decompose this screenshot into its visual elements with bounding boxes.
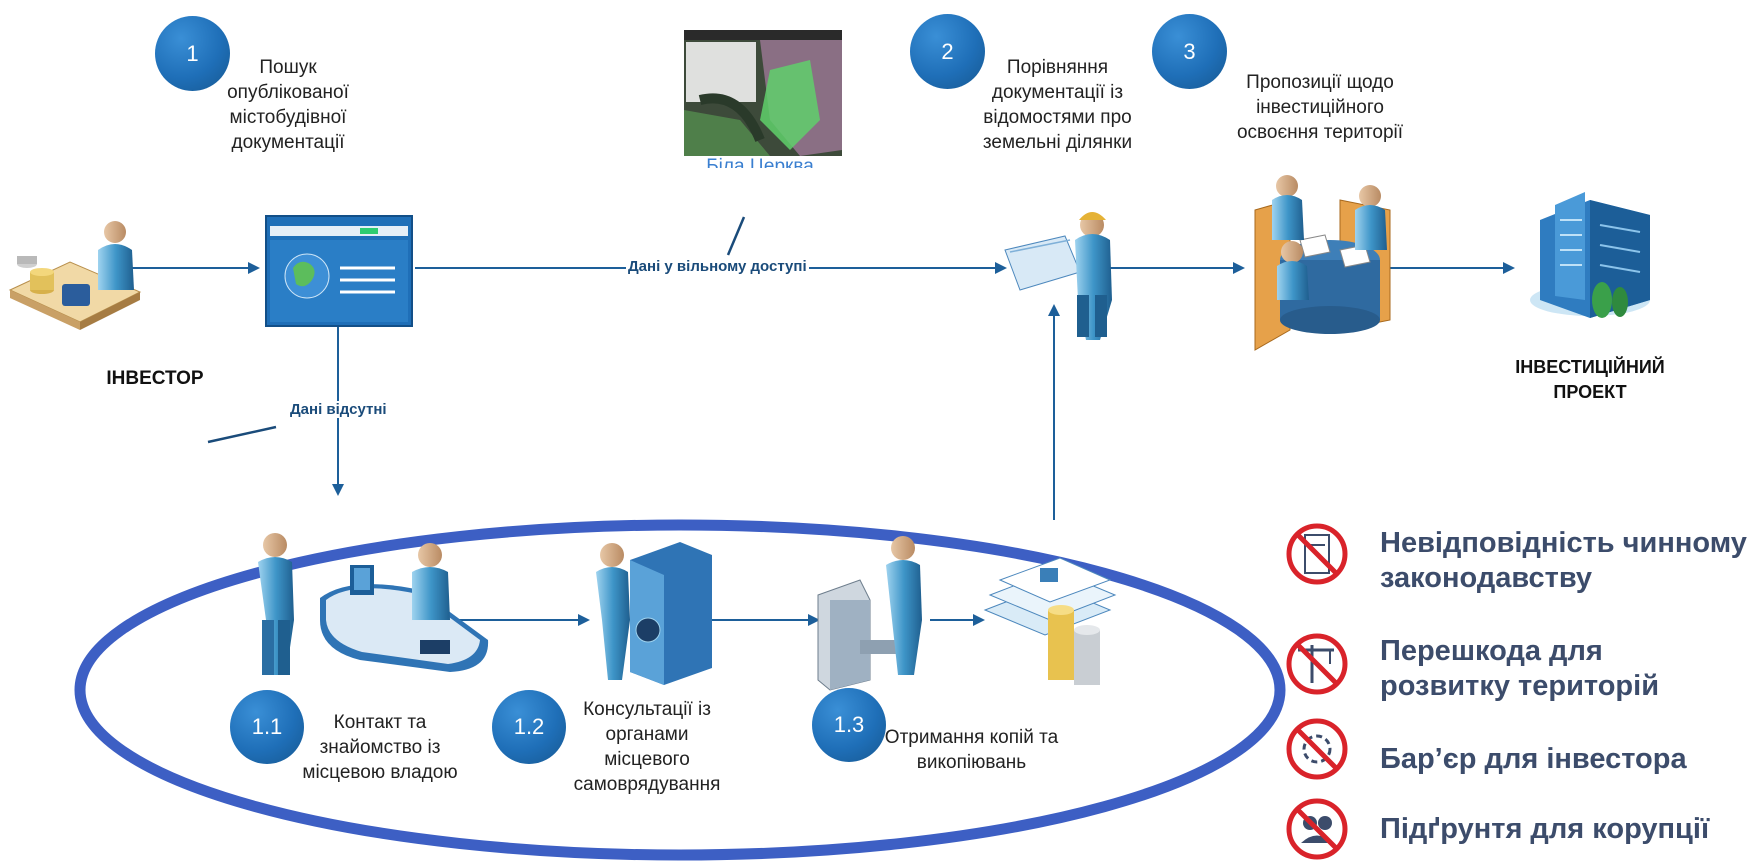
- legend-item-barrier: Бар’єр для інвестора: [1380, 743, 1687, 775]
- callout-line-open-data: [726, 216, 746, 256]
- step-3-badge: 3: [1152, 14, 1227, 89]
- copier-icon: [817, 536, 922, 691]
- step-1-3-text: Отримання копій та викопіювань: [884, 727, 1059, 773]
- investor-label: ІНВЕСТОР: [106, 368, 204, 389]
- step-2-badge: 2: [910, 14, 985, 89]
- corruption-prohibited-icon: [1286, 798, 1348, 860]
- visitor-icon: [258, 533, 294, 675]
- archive-safe-icon: [596, 542, 712, 685]
- legislation-prohibited-icon: [1286, 523, 1348, 585]
- crane-prohibited-icon: [1286, 633, 1348, 695]
- step-3-text: Пропозиції щодо інвестиційного освоєння …: [1236, 72, 1404, 143]
- clerk-desk-icon: [320, 543, 489, 672]
- callout-line-no-data: [207, 425, 277, 444]
- step-1-badge: 1: [155, 16, 230, 91]
- legend-item-legislation: Невідповідність чинному законодавству: [1380, 527, 1747, 594]
- no-data-label: Дані відсутні: [288, 401, 389, 418]
- map-thumbnail[interactable]: [684, 30, 842, 156]
- step-1-2-badge: 1.2: [492, 690, 566, 764]
- step-1-text: Пошук опублікованої містобудівної докуме…: [227, 57, 349, 153]
- meeting-icon: [1254, 175, 1391, 351]
- project-label: ІНВЕСТИЦІЙНИЙ ПРОЕКТ: [1515, 357, 1665, 402]
- portal-window-icon: [265, 215, 413, 327]
- building-icon: [1530, 192, 1650, 318]
- legend-item-corruption: Підґрунтя для корупції: [1380, 813, 1710, 845]
- legend-item-crane: Перешкода для розвитку територій: [1380, 635, 1660, 702]
- step-1-3-badge: 1.3: [812, 688, 886, 762]
- step-1-1-badge: 1.1: [230, 690, 304, 764]
- step-1-1-text: Контакт та знайомство із місцевою владою: [302, 712, 458, 783]
- local-process-ellipse: [74, 519, 1286, 861]
- engineer-icon: [1004, 212, 1112, 340]
- step-2-text: Порівняння документації із відомостями п…: [982, 57, 1133, 153]
- open-data-label: Дані у вільному доступі: [626, 258, 809, 275]
- barrier-prohibited-icon: [1286, 718, 1348, 780]
- investor-icon: [8, 221, 142, 330]
- step-1-2-text: Консультації із органами місцевого самов…: [573, 699, 721, 795]
- map-caption-link[interactable]: Біла Церква: [706, 156, 814, 168]
- documents-coins-icon: [983, 557, 1117, 685]
